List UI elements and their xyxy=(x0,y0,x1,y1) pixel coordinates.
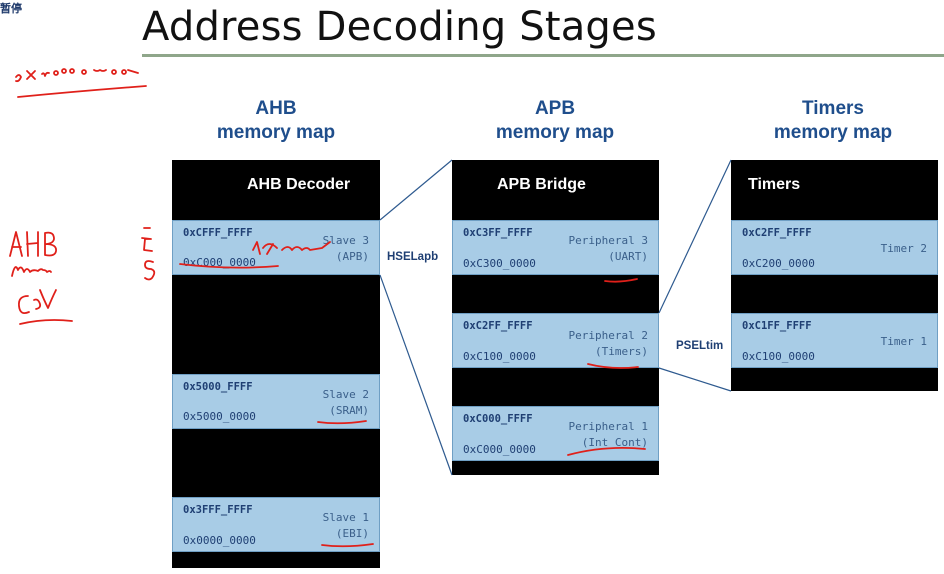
region-high-address: 0xC2FF_FFFF xyxy=(742,227,812,239)
region-name: Peripheral 2 xyxy=(568,329,648,342)
region-subname: (APB) xyxy=(335,250,369,263)
ahb-region-slave2: 0x5000_FFFF 0x5000_0000 Slave 2 (SRAM) xyxy=(172,374,380,429)
region-name: Slave 2 xyxy=(322,388,369,401)
ahb-map-heading: AHB memory map xyxy=(196,97,356,145)
region-label: Peripheral 3 (UART) xyxy=(569,233,648,265)
region-label: Peripheral 2 (Timers) xyxy=(569,328,648,360)
region-high-address: 0xCFFF_FFFF xyxy=(183,227,253,239)
region-high-address: 0x3FFF_FFFF xyxy=(183,504,253,516)
pause-badge: 暂停 xyxy=(0,2,22,15)
timers-title: Timers xyxy=(748,176,801,193)
apb-region-peripheral1: 0xC000_FFFF 0xC000_0000 Peripheral 1 (In… xyxy=(452,406,659,461)
region-high-address: 0x5000_FFFF xyxy=(183,381,253,393)
region-subname: (EBI) xyxy=(335,527,369,540)
region-name: Slave 3 xyxy=(322,234,369,247)
region-high-address: 0xC3FF_FFFF xyxy=(463,227,533,239)
ahb-decoder-title: AHB Decoder xyxy=(247,176,351,193)
region-name: Timer 2 xyxy=(880,242,927,255)
slide-title: Address Decoding Stages xyxy=(142,4,657,50)
region-name: Peripheral 3 xyxy=(568,234,648,247)
title-underline xyxy=(142,54,944,57)
region-low-address: 0x5000_0000 xyxy=(183,410,256,423)
region-name: Slave 1 xyxy=(322,511,369,524)
region-label: Peripheral 1 (Int Cont) xyxy=(569,419,648,451)
apb-region-peripheral2: 0xC2FF_FFFF 0xC100_0000 Peripheral 2 (Ti… xyxy=(452,313,659,368)
handwritten-e-s xyxy=(141,227,156,281)
connector-apb-timers-top xyxy=(658,159,732,314)
region-low-address: 0xC300_0000 xyxy=(463,257,536,270)
region-low-address: 0xC100_0000 xyxy=(742,350,815,363)
apb-map-heading: APB memory map xyxy=(475,97,635,145)
underline-ebi xyxy=(321,543,374,548)
apb-region-peripheral3: 0xC3FF_FFFF 0xC300_0000 Peripheral 3 (UA… xyxy=(452,220,659,275)
region-label: Slave 2 (SRAM) xyxy=(323,387,369,419)
region-low-address: 0x0000_0000 xyxy=(183,534,256,547)
region-label: Slave 1 (EBI) xyxy=(323,510,369,542)
handwritten-ahb-master-cpu xyxy=(9,231,73,325)
connector-ahb-apb-bottom xyxy=(379,274,453,476)
region-low-address: 0xC200_0000 xyxy=(742,257,815,270)
apb-heading-line2: memory map xyxy=(495,122,615,143)
region-label: Slave 3 (APB) xyxy=(323,233,369,265)
timers-map-heading: Timers memory map xyxy=(753,97,913,145)
timers-region-timer2: 0xC2FF_FFFF 0xC200_0000 Timer 2 xyxy=(731,220,938,275)
region-subname: (SRAM) xyxy=(329,404,369,417)
timers-heading-line1: Timers xyxy=(802,98,864,119)
region-high-address: 0xC1FF_FFFF xyxy=(742,320,812,332)
region-low-address: 0xC100_0000 xyxy=(463,350,536,363)
timers-region-timer1: 0xC1FF_FFFF 0xC100_0000 Timer 1 xyxy=(731,313,938,368)
timers-heading-line2: memory map xyxy=(773,122,893,143)
ahb-heading-line1: AHB xyxy=(255,98,297,119)
underline-int-cont xyxy=(567,446,646,456)
hsel-apb-label: HSELapb xyxy=(387,251,439,263)
region-subname: (Int Cont) xyxy=(581,436,648,449)
region-low-address: 0xC000_0000 xyxy=(463,443,536,456)
underline-timers xyxy=(587,363,639,369)
connector-lines xyxy=(379,159,732,476)
underline-uart xyxy=(604,278,638,283)
ahb-heading-line2: memory map xyxy=(216,122,336,143)
handwritten-slave3-note xyxy=(179,241,331,269)
connector-ahb-apb-top xyxy=(379,159,453,221)
region-name: Timer 1 xyxy=(880,335,927,348)
region-name: Peripheral 1 xyxy=(568,420,648,433)
underline-sram xyxy=(317,420,367,425)
psel-tim-label: PSELtim xyxy=(676,340,724,352)
apb-heading-line1: APB xyxy=(534,98,576,119)
region-high-address: 0xC000_FFFF xyxy=(463,413,533,425)
region-subname: (Timers) xyxy=(595,345,648,358)
handwritten-hex-note xyxy=(15,68,147,98)
connector-apb-timers-bottom xyxy=(658,367,732,392)
region-subname: (UART) xyxy=(608,250,648,263)
apb-bridge-title: APB Bridge xyxy=(497,176,586,193)
ahb-region-slave1: 0x3FFF_FFFF 0x0000_0000 Slave 1 (EBI) xyxy=(172,497,380,552)
region-high-address: 0xC2FF_FFFF xyxy=(463,320,533,332)
